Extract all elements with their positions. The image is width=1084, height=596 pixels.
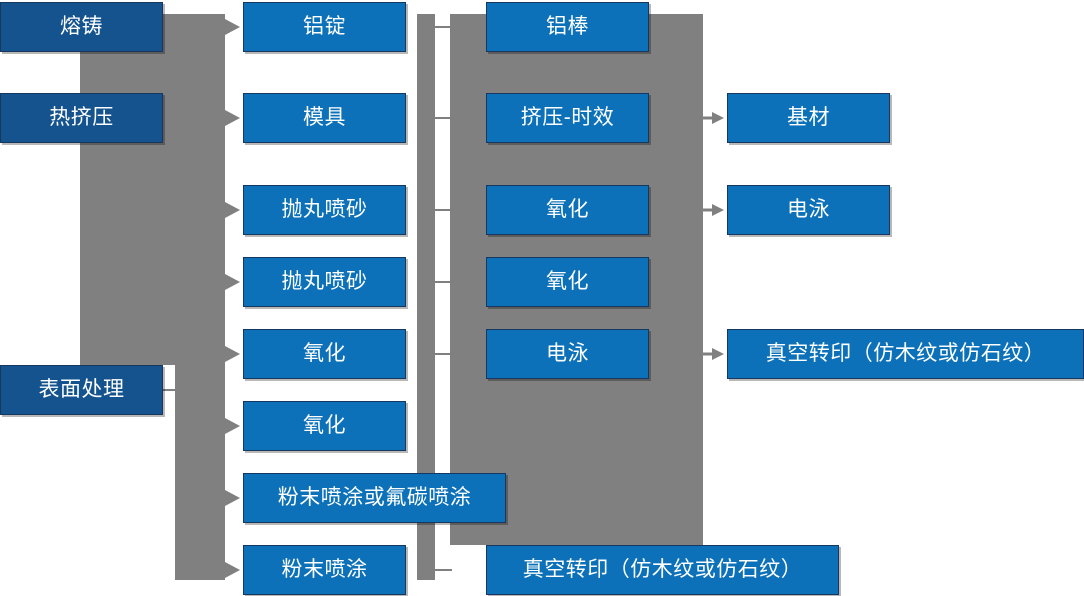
- stage-node-melting[interactable]: 熔铸: [0, 2, 163, 52]
- process-node-oxidation-4[interactable]: 氧化: [486, 257, 649, 307]
- process-node-vacuum-transfer-print-1[interactable]: 真空转印（仿木纹或仿石纹）: [486, 545, 839, 595]
- process-node-electrophoresis-1[interactable]: 电泳: [486, 329, 649, 379]
- process-node-oxidation-3[interactable]: 氧化: [486, 185, 649, 235]
- stage-node-hot-extrusion[interactable]: 热挤压: [0, 93, 163, 143]
- output-node-electrophoresis[interactable]: 电泳: [727, 185, 890, 235]
- right-band-arrowheads: [703, 112, 724, 360]
- process-node-extrusion-aging[interactable]: 挤压-时效: [486, 93, 649, 143]
- process-node-powder-coating[interactable]: 粉末喷涂: [243, 545, 406, 595]
- output-node-vacuum-transfer-print[interactable]: 真空转印（仿木纹或仿石纹）: [727, 329, 1084, 379]
- process-node-shot-blasting-2[interactable]: 抛丸喷砂: [243, 257, 406, 307]
- left-band-arrowheads: [225, 19, 240, 578]
- process-node-aluminum-bar[interactable]: 铝棒: [486, 2, 649, 52]
- stage-node-surface-treatment[interactable]: 表面处理: [0, 365, 163, 415]
- process-node-oxidation-1[interactable]: 氧化: [243, 329, 406, 379]
- process-node-aluminum-ingot[interactable]: 铝锭: [243, 2, 406, 52]
- process-node-mold[interactable]: 模具: [243, 93, 406, 143]
- mid-band-ticks: [435, 26, 452, 571]
- output-node-substrate[interactable]: 基材: [727, 93, 890, 143]
- process-node-shot-blasting-1[interactable]: 抛丸喷砂: [243, 185, 406, 235]
- process-node-powder-or-fluorocarbon-coating[interactable]: 粉末喷涂或氟碳喷涂: [243, 473, 506, 523]
- process-node-oxidation-2[interactable]: 氧化: [243, 401, 406, 451]
